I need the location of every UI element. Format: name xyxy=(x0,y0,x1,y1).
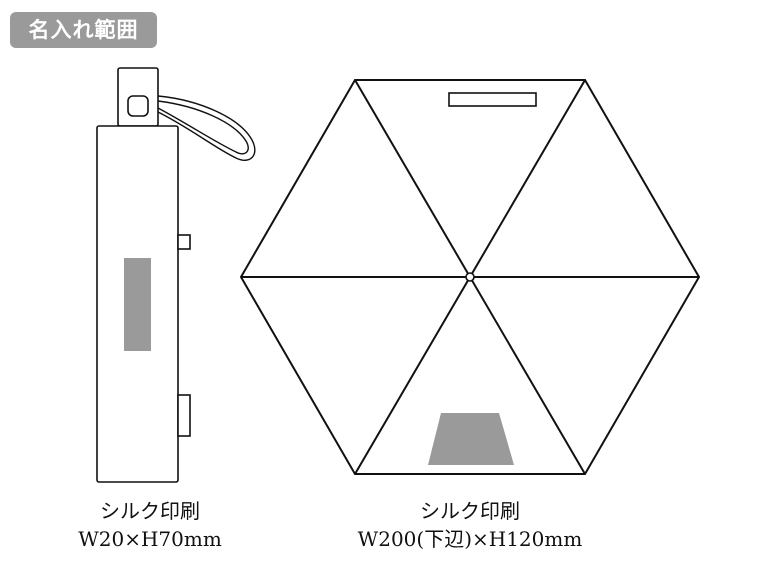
open-umbrella xyxy=(239,79,701,475)
open-umbrella-caption: シルク印刷 W200(下辺)×H120mm xyxy=(320,497,620,553)
print-area-badge: 名入れ範囲 xyxy=(10,12,157,48)
closed-umbrella xyxy=(96,67,256,483)
print-size-label: W200(下辺)×H120mm xyxy=(357,527,583,551)
button-icon xyxy=(127,95,149,117)
print-area-open xyxy=(428,413,514,465)
side-tab-lower xyxy=(177,394,191,437)
label-slot xyxy=(448,92,537,107)
print-method-label: シルク印刷 xyxy=(100,499,200,523)
closed-umbrella-caption: シルク印刷 W20×H70mm xyxy=(40,497,260,553)
strap-icon xyxy=(157,95,256,161)
print-size-label: W20×H70mm xyxy=(78,527,222,551)
print-area-closed xyxy=(124,258,151,351)
side-tab-upper xyxy=(177,234,191,250)
center-tip-icon xyxy=(465,272,475,282)
print-method-label: シルク印刷 xyxy=(420,499,520,523)
